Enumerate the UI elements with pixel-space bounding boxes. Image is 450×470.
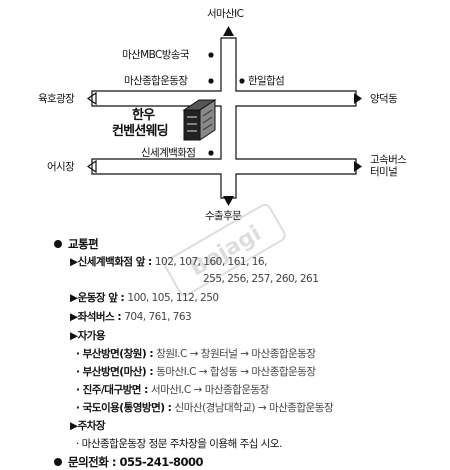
phone-number: 055-241-8000: [119, 455, 204, 469]
seat-bus-routes: 704, 761, 763: [124, 311, 192, 323]
location-map: 서마산IC 마산MBC방송국 마산종합운동장 한일합섬 육호광장 양덕동 한우 …: [38, 8, 407, 222]
shinsegae-bus-row: ▶신세계백화점 앞 : 102, 107, 160, 161, 16,: [70, 256, 268, 268]
car-route-path: 창원I.C → 창원터널 → 마산종합운동장: [156, 348, 316, 360]
parking-text: · 마산종합운동장 정문 주차장을 이용해 주십 시오.: [76, 438, 282, 450]
arrow-east-upper-icon: [354, 93, 362, 104]
venue-name-line1: 한우: [132, 108, 155, 123]
car-heading: ▶자가용: [70, 330, 106, 342]
arrow-west-lower-icon: [86, 159, 97, 174]
car-route-direction: · 국도이용(통영방면): [76, 402, 165, 414]
bullet-dot-icon: [54, 458, 62, 466]
arrow-south-icon: [223, 196, 234, 206]
label-east-yangdeok: 양덕동: [370, 93, 398, 105]
hanil-dot: [239, 78, 245, 84]
stadium-bus-label: ▶운동장 앞: [70, 292, 118, 304]
label-west-fish-market: 어시장: [47, 161, 75, 173]
shinsegae-bus-routes-2: 255, 256, 257, 260, 261: [203, 273, 319, 285]
shinsegae-bus-routes-1: 102, 107, 160, 161, 16,: [154, 256, 268, 268]
mbc-dot: [208, 52, 214, 58]
label-stadium: 마산종합운동장: [124, 75, 188, 87]
bullet-dot-icon: [54, 240, 62, 248]
seat-bus-row: ▶좌석버스 : 704, 761, 763: [70, 311, 192, 323]
arrow-west-upper-icon: [86, 91, 97, 106]
stadium-bus-routes: 100, 105, 112, 250: [127, 292, 219, 304]
venue-name-line2: 컨벤션웨딩: [112, 124, 169, 139]
car-route-path: 서마산I.C → 마산종합운동장: [150, 384, 269, 396]
car-route-direction: · 부산방면(마산): [76, 366, 147, 378]
stadium-bus-row: ▶운동장 앞 : 100, 105, 112, 250: [70, 292, 219, 304]
car-route-row: · 부산방면(마산) : 동마산I.C → 합성동 → 마산종합운동장: [76, 366, 316, 378]
building-icon: [182, 99, 217, 141]
transit-title: 교통편: [68, 237, 99, 251]
seat-bus-label: ▶좌석버스: [70, 311, 115, 323]
stadium-dot: [208, 78, 214, 84]
label-east-bus-terminal: 고속버스 터미널: [370, 154, 407, 178]
label-west-yukho: 육호광장: [38, 93, 75, 105]
phone-label: 문의전화: [68, 455, 109, 469]
arrow-north-icon: [223, 26, 234, 36]
car-route-path: 동마산I.C → 합성동 → 마산종합운동장: [156, 366, 316, 378]
car-route-direction: · 부산방면(창원): [76, 348, 147, 360]
road-network: [86, 26, 362, 206]
transit-heading: 교통편: [54, 237, 99, 251]
arrow-east-lower-icon: [354, 161, 362, 172]
shinsegae-bus-label: ▶신세계백화점 앞: [70, 256, 145, 268]
car-route-row: · 국도이용(통영방면) : 신마산(경남대학교) → 마산종합운동장: [76, 402, 334, 414]
phone-row: 문의전화 : 055-241-8000: [54, 455, 204, 469]
car-route-direction: · 진주/대구방면: [76, 384, 141, 396]
car-route-row: · 진주/대구방면 : 서마산I.C → 마산종합운동장: [76, 384, 269, 396]
label-north-seomasan-ic: 서마산IC: [207, 8, 244, 20]
label-shinsegae: 신세계백화점: [141, 147, 196, 159]
label-south-export-gate: 수출후문: [205, 210, 242, 222]
label-hanil: 한일합섬: [248, 75, 285, 87]
label-mbc: 마산MBC방송국: [122, 49, 190, 61]
shinsegae-dot: [208, 150, 214, 156]
parking-heading: ▶주차장: [70, 420, 106, 432]
car-route-row: · 부산방면(창원) : 창원I.C → 창원터널 → 마산종합운동장: [76, 348, 316, 360]
car-route-path: 신마산(경남대학교) → 마산종합운동장: [174, 402, 334, 414]
